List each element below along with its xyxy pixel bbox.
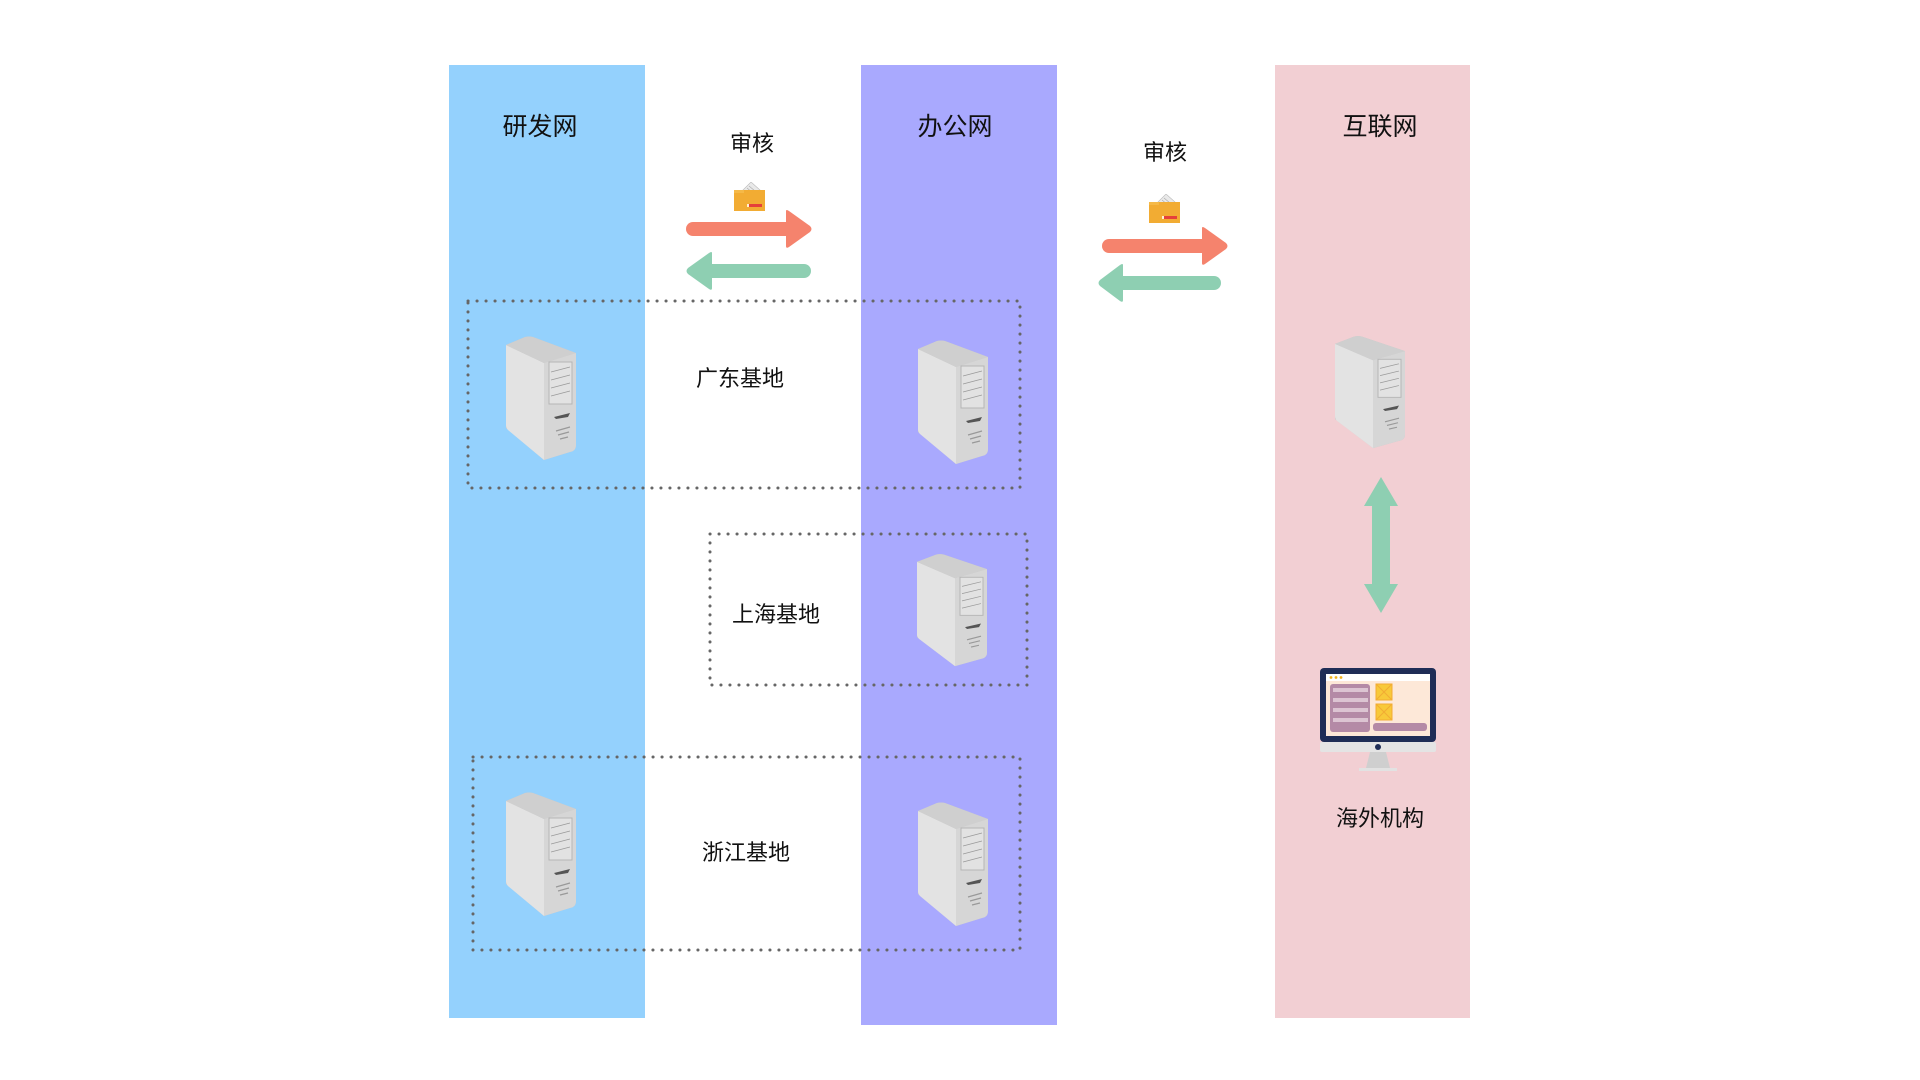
server-icon-zhejiang-rd <box>506 792 576 916</box>
monitor-icon <box>1320 668 1436 771</box>
folder-icon <box>734 182 765 211</box>
arrow-backward-1 <box>686 252 811 290</box>
folder-icon <box>1149 194 1180 223</box>
site-label-shanghai: 上海基地 <box>731 603 821 628</box>
arrow-backward-2 <box>1098 264 1221 302</box>
zone-title-office-net: 办公网 <box>917 112 993 141</box>
server-icon-internet <box>1335 336 1405 449</box>
zone-title-rd-net: 研发网 <box>502 112 578 141</box>
site-label-zhejiang: 浙江基地 <box>701 841 791 866</box>
site-label-guangdong: 广东基地 <box>695 367 785 392</box>
link-label-audit-1: 审核 <box>729 132 775 157</box>
server-icon-zhejiang-office <box>918 802 988 926</box>
overseas-label: 海外机构 <box>1335 807 1425 832</box>
server-icon-shanghai-office <box>917 554 987 667</box>
zone-internet <box>1275 65 1470 1018</box>
arrow-forward-2 <box>1102 227 1228 265</box>
arrow-forward-1 <box>686 210 812 248</box>
server-icon-guangdong-rd <box>506 336 576 460</box>
link-label-audit-2: 审核 <box>1142 141 1188 166</box>
server-icon-guangdong-office <box>918 340 988 464</box>
zone-title-internet: 互联网 <box>1342 112 1418 141</box>
